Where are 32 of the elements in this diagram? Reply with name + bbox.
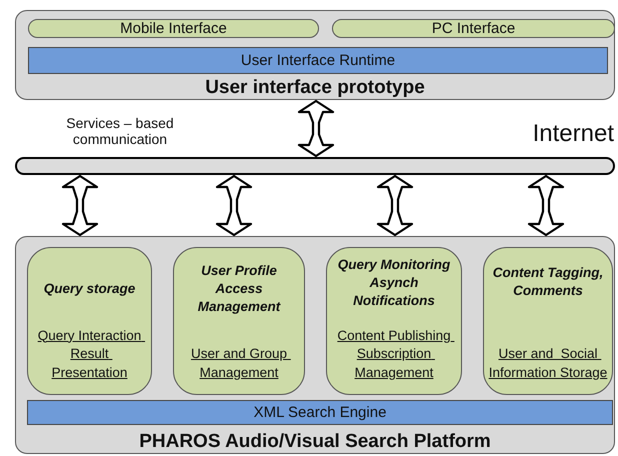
module-heading: Query storage (42, 280, 136, 298)
module-card (27, 247, 152, 395)
layer-label: PC Interface (430, 20, 516, 37)
interface-pill (28, 19, 319, 38)
module-features: Query Interaction Result Presentation (36, 326, 142, 382)
layer-bar (27, 400, 613, 425)
module-card (326, 247, 462, 395)
module-card (483, 247, 613, 395)
network-caption: Services – based communication (65, 115, 175, 148)
interface-pill (332, 19, 615, 38)
module-heading: Query Monitoring Asynch Notifications (336, 256, 452, 310)
module-heading: User Profile Access Management (196, 262, 282, 316)
double-arrow (216, 174, 252, 236)
panel-title: User interface prototype (204, 77, 426, 98)
layer-label: XML Search Engine (252, 403, 388, 423)
platform-panel (15, 236, 615, 454)
layer-label: Mobile Interface (119, 20, 228, 37)
network-pipe (15, 157, 615, 175)
module-features: User and Social Information Storage (488, 345, 608, 382)
module-heading: Content Tagging, Comments (492, 264, 604, 300)
network-label: Internet (532, 120, 614, 148)
double-arrow (298, 100, 334, 158)
layer-label: User Interface Runtime (240, 51, 396, 71)
double-arrow (62, 174, 98, 236)
module-card (173, 247, 305, 395)
platform-panel (15, 10, 615, 100)
module-features: Content Publishing Subscription Management (336, 326, 452, 382)
layer-bar (28, 47, 608, 74)
module-features: User and Group Management (190, 345, 288, 382)
double-arrow (528, 174, 564, 236)
double-arrow (376, 174, 414, 236)
panel-title: PHAROS Audio/Visual Search Platform (138, 431, 492, 452)
